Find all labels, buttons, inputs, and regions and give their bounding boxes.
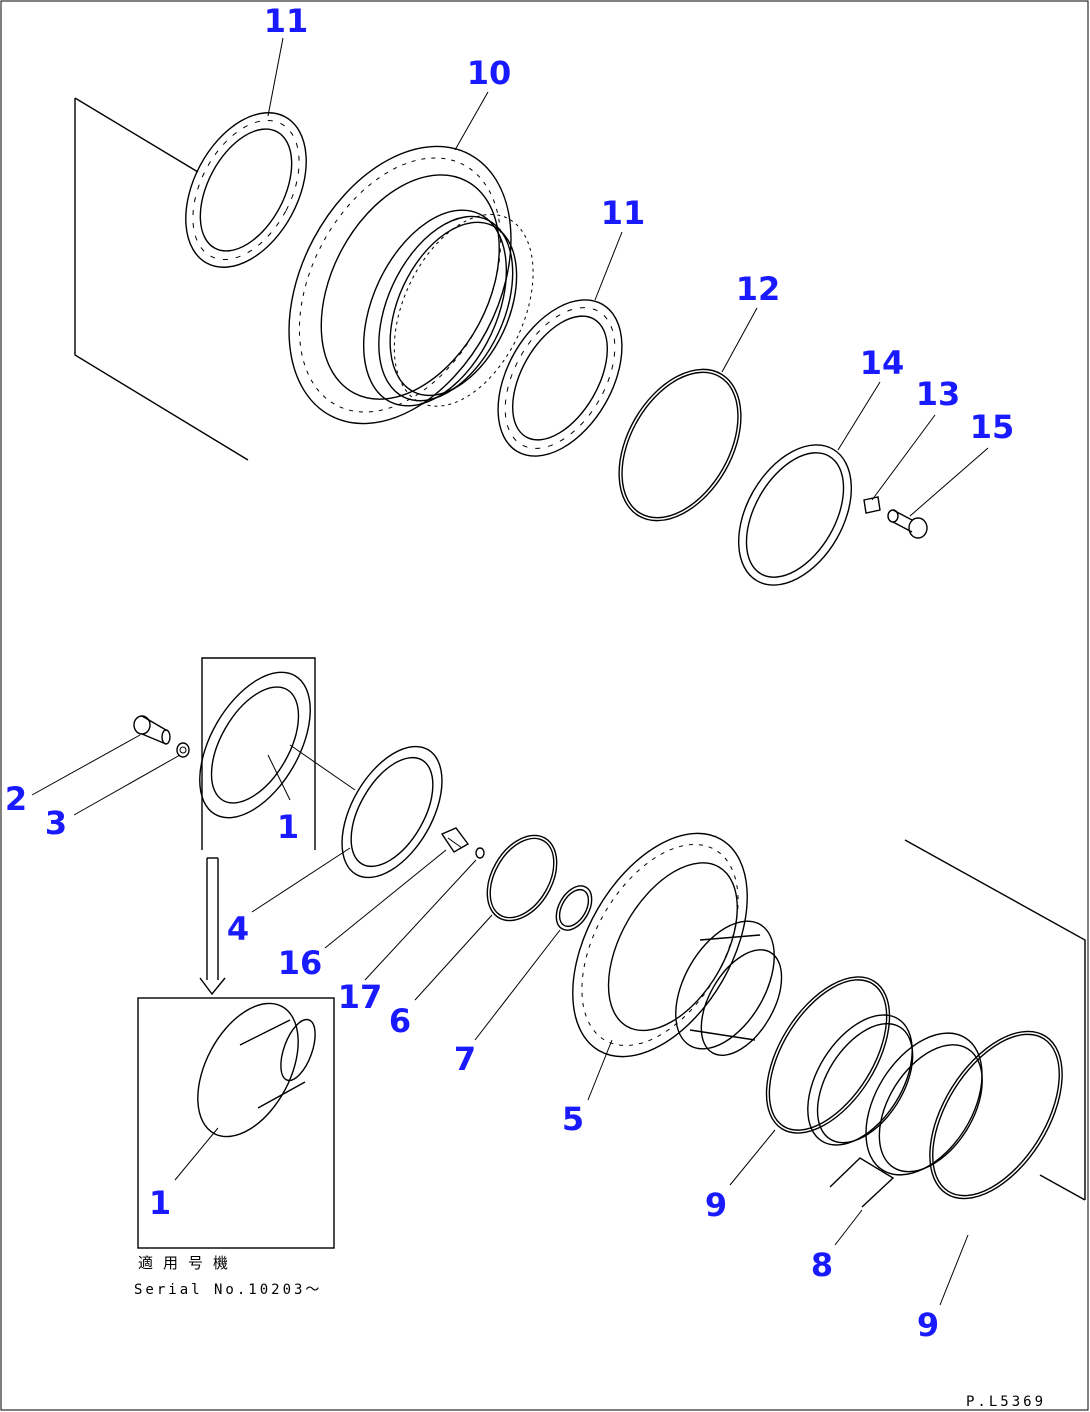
callout-labels: 11 10 11 12 14 13 15 2 3 1 4 16 17 6 7 5… xyxy=(5,2,1014,1344)
callout-10: 10 xyxy=(467,54,512,92)
part-7-snap-ring xyxy=(555,885,593,931)
callout-7: 7 xyxy=(454,1040,476,1078)
callout-11-top-left: 11 xyxy=(264,2,309,40)
part-2-bolt xyxy=(133,715,171,745)
callout-1-top-box: 1 xyxy=(277,808,299,846)
part-5-hub xyxy=(572,832,783,1058)
serial-note-jp: 適用号機 xyxy=(138,1254,238,1272)
housing-wall-lower xyxy=(904,839,1086,1201)
variant-box-top xyxy=(201,657,316,850)
callout-5: 5 xyxy=(562,1100,584,1138)
callout-11-top-right: 11 xyxy=(601,194,646,232)
part-11-shim-left xyxy=(185,112,307,268)
callout-1-bottom-box: 1 xyxy=(149,1184,171,1222)
part-8-floating-seal xyxy=(807,1014,983,1208)
part-14-retainer xyxy=(737,444,853,586)
drawing-code: P.L5369 xyxy=(966,1394,1046,1410)
variant-box-bottom xyxy=(137,997,335,1249)
leader-lines xyxy=(31,37,989,1306)
callout-16: 16 xyxy=(278,944,323,982)
callout-14: 14 xyxy=(860,344,905,382)
part-9-o-ring-left xyxy=(765,976,891,1134)
callout-17: 17 xyxy=(338,978,383,1016)
part-11-shim-right xyxy=(497,299,623,457)
part-3-washer xyxy=(176,742,190,758)
part-1-cover-flat xyxy=(199,671,311,819)
callout-15: 15 xyxy=(970,408,1015,446)
callout-2: 2 xyxy=(5,780,27,818)
callout-6: 6 xyxy=(389,1002,411,1040)
part-9-o-ring-right xyxy=(929,1030,1063,1200)
part-16-plug xyxy=(440,827,470,853)
part-17-o-ring-small xyxy=(475,847,485,859)
variant-arrow xyxy=(199,857,226,996)
part-4-gasket xyxy=(341,745,443,879)
part-1-cover-spigot xyxy=(197,1002,316,1138)
callout-12: 12 xyxy=(736,270,781,308)
serial-note-range: Serial No.10203〜 xyxy=(134,1282,322,1298)
part-15-bolt xyxy=(887,509,928,539)
callout-13: 13 xyxy=(916,375,961,413)
callout-9-right: 9 xyxy=(917,1306,939,1344)
part-10-ring-gear xyxy=(288,145,534,425)
serial-note: 適用号機 Serial No.10203〜 xyxy=(134,1254,322,1298)
callout-3: 3 xyxy=(45,804,67,842)
housing-wall-upper xyxy=(74,97,249,461)
callout-4: 4 xyxy=(227,910,249,948)
callout-9-left: 9 xyxy=(705,1186,727,1224)
part-6-o-ring xyxy=(486,834,558,922)
part-12-o-ring xyxy=(618,368,742,522)
callout-8: 8 xyxy=(811,1246,833,1284)
